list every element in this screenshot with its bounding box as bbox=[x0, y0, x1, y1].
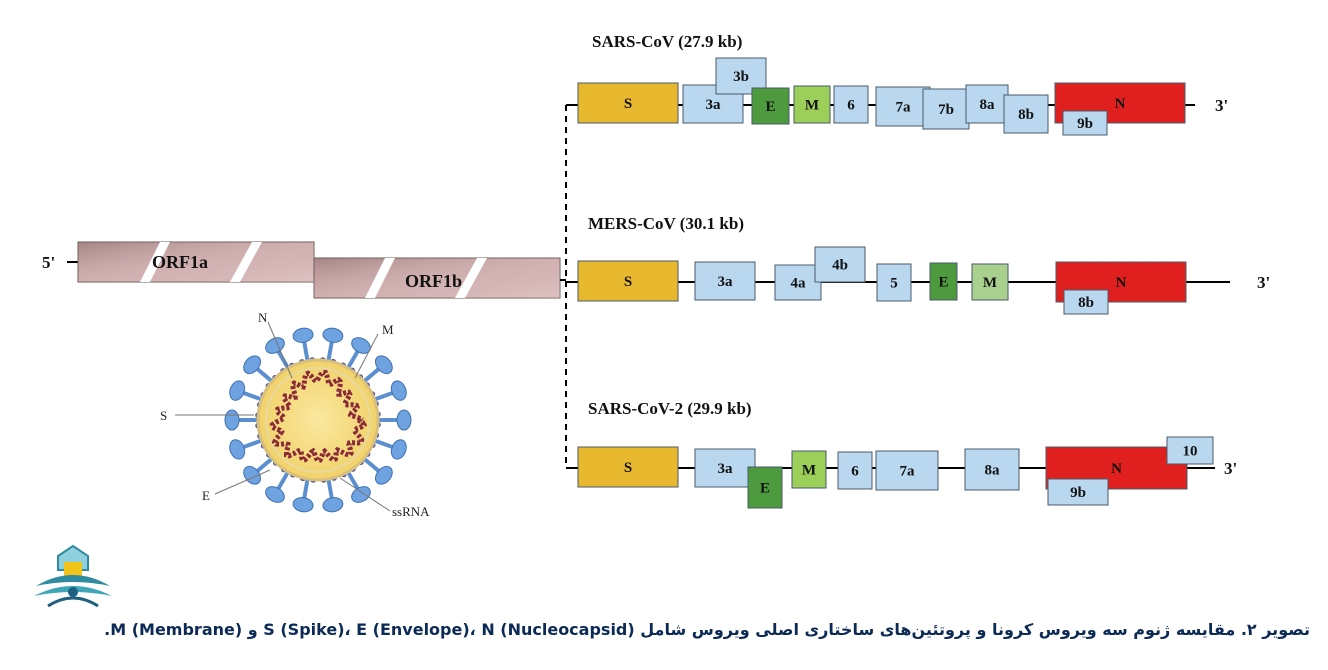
virion-label-n: N bbox=[258, 310, 268, 325]
gene-label: 4b bbox=[832, 258, 848, 274]
gene-label: S bbox=[624, 274, 632, 290]
genome-title-mers: MERS-CoV (30.1 kb) bbox=[588, 214, 744, 233]
orf1a-label: ORF1a bbox=[152, 252, 208, 272]
gene-label: N bbox=[1111, 461, 1122, 477]
gene-m-sars2: M bbox=[791, 450, 827, 489]
gene-label: 6 bbox=[847, 98, 855, 114]
spike-head bbox=[375, 465, 393, 485]
coronavirus-virion-illustration: N M S E ssRNA bbox=[160, 310, 430, 519]
gene-e-mers: E bbox=[929, 262, 958, 301]
gene-label: S bbox=[624, 460, 632, 476]
genome-diagram: 5' ORF1a ORF1b SARS-CoV (27.9 kb) 3' S 3a 3b… bbox=[42, 32, 1270, 519]
virion-label-m: M bbox=[382, 322, 394, 337]
gene-m-mers: M bbox=[971, 263, 1009, 301]
gene-9b-sars: 9b bbox=[1062, 110, 1108, 136]
spike-head bbox=[351, 337, 371, 354]
spike-head bbox=[292, 497, 314, 513]
gene-label: 7b bbox=[938, 102, 954, 118]
gene-label: N bbox=[1116, 275, 1127, 291]
genome-row-sars: SARS-CoV (27.9 kb) 3' S 3a 3bE M 6 7a 7b 8a 8b N 9b bbox=[577, 32, 1228, 136]
gene-label: 9b bbox=[1070, 485, 1086, 501]
gene-label: 3b bbox=[733, 69, 749, 85]
gene-4b-mers: 4b bbox=[814, 246, 866, 283]
three-prime-label: 3' bbox=[1257, 273, 1270, 292]
gene-label: 3a bbox=[718, 274, 734, 290]
genome-title-sars2: SARS-CoV-2 (29.9 kb) bbox=[588, 399, 752, 418]
spike-head bbox=[292, 327, 314, 343]
gene-10-sars2: 10 bbox=[1166, 436, 1214, 465]
gene-label: 8b bbox=[1078, 295, 1094, 311]
gene-7a-sars: 7a bbox=[875, 86, 931, 127]
gene-label: 8a bbox=[980, 97, 996, 113]
five-prime-label: 5' bbox=[42, 253, 55, 272]
gene-label: 6 bbox=[851, 464, 859, 480]
spike-head bbox=[375, 355, 393, 375]
gene-label: M bbox=[983, 275, 997, 291]
publisher-logo-icon bbox=[34, 544, 112, 608]
gene-label: E bbox=[938, 275, 948, 291]
spike-head bbox=[265, 486, 285, 503]
gene-label: 7a bbox=[896, 100, 912, 116]
gene-label: 7a bbox=[900, 464, 916, 480]
gene-3a-mers: 3a bbox=[694, 261, 756, 301]
gene-label: 10 bbox=[1183, 444, 1198, 460]
gene-s-mers: S bbox=[577, 260, 679, 302]
genome-title-sars: SARS-CoV (27.9 kb) bbox=[592, 32, 742, 51]
gene-7b-sars: 7b bbox=[922, 88, 970, 130]
gene-6-sars: 6 bbox=[833, 85, 869, 124]
spike-head bbox=[351, 486, 371, 503]
gene-label: S bbox=[624, 96, 632, 112]
figure-caption: تصویر ۲. مقایسه ژنوم سه ویروس کرونا و پر… bbox=[104, 620, 1310, 639]
gene-e-sars: E bbox=[751, 87, 790, 125]
spike-head bbox=[390, 380, 407, 401]
gene-m-sars: M bbox=[793, 85, 831, 124]
genome-row-sars2: SARS-CoV-2 (29.9 kb) 3' S 3aE M 6 7a 8a N 10 9b bbox=[577, 399, 1237, 509]
gene-label: N bbox=[1115, 96, 1126, 112]
gene-7a-sars2: 7a bbox=[875, 450, 939, 491]
gene-8a-sars: 8a bbox=[965, 84, 1009, 124]
gene-label: 8a bbox=[985, 463, 1001, 479]
gene-8a-sars2: 8a bbox=[964, 448, 1020, 491]
spike-head bbox=[229, 380, 246, 401]
gene-label: 3a bbox=[706, 97, 722, 113]
gene-4a-mers: 4a bbox=[774, 264, 822, 301]
gene-s-sars: S bbox=[577, 82, 679, 124]
gene-label: 4a bbox=[791, 276, 807, 292]
gene-8b-sars: 8b bbox=[1003, 94, 1049, 134]
virion-label-s: S bbox=[160, 408, 167, 423]
gene-label: 3a bbox=[718, 461, 734, 477]
spike-head bbox=[229, 439, 246, 460]
gene-label: M bbox=[802, 463, 816, 479]
virion-label-e: E bbox=[202, 488, 210, 503]
orf1b-label: ORF1b bbox=[405, 271, 462, 291]
spike-head bbox=[224, 409, 240, 431]
gene-e-sars2: E bbox=[747, 466, 783, 509]
gene-label: 5 bbox=[890, 276, 898, 292]
gene-label: E bbox=[760, 481, 770, 497]
spike-head bbox=[243, 355, 261, 375]
gene-8b-mers: 8b bbox=[1063, 289, 1109, 315]
virion-label-ssrna: ssRNA bbox=[392, 504, 430, 519]
gene-3a-sars2: 3a bbox=[694, 448, 756, 488]
gene-label: E bbox=[765, 99, 775, 115]
gene-6-sars2: 6 bbox=[837, 451, 873, 490]
gene-label: 8b bbox=[1018, 107, 1034, 123]
gene-label: M bbox=[805, 98, 819, 114]
genome-row-mers: MERS-CoV (30.1 kb) 3' S 3a 4a 4b 5 E M N 8b bbox=[577, 214, 1270, 315]
orf1a-block: ORF1a bbox=[77, 241, 315, 283]
three-prime-label: 3' bbox=[1224, 459, 1237, 478]
spike-head bbox=[322, 497, 344, 513]
spike-head bbox=[396, 409, 412, 431]
three-prime-label: 3' bbox=[1215, 96, 1228, 115]
gene-label: 9b bbox=[1077, 116, 1093, 132]
spike-head bbox=[322, 327, 344, 343]
gene-9b-sars2: 9b bbox=[1047, 478, 1109, 506]
orf1b-block: ORF1b bbox=[313, 257, 561, 299]
gene-5-mers: 5 bbox=[876, 263, 912, 302]
gene-s-sars2: S bbox=[577, 446, 679, 488]
spike-head bbox=[390, 439, 407, 460]
